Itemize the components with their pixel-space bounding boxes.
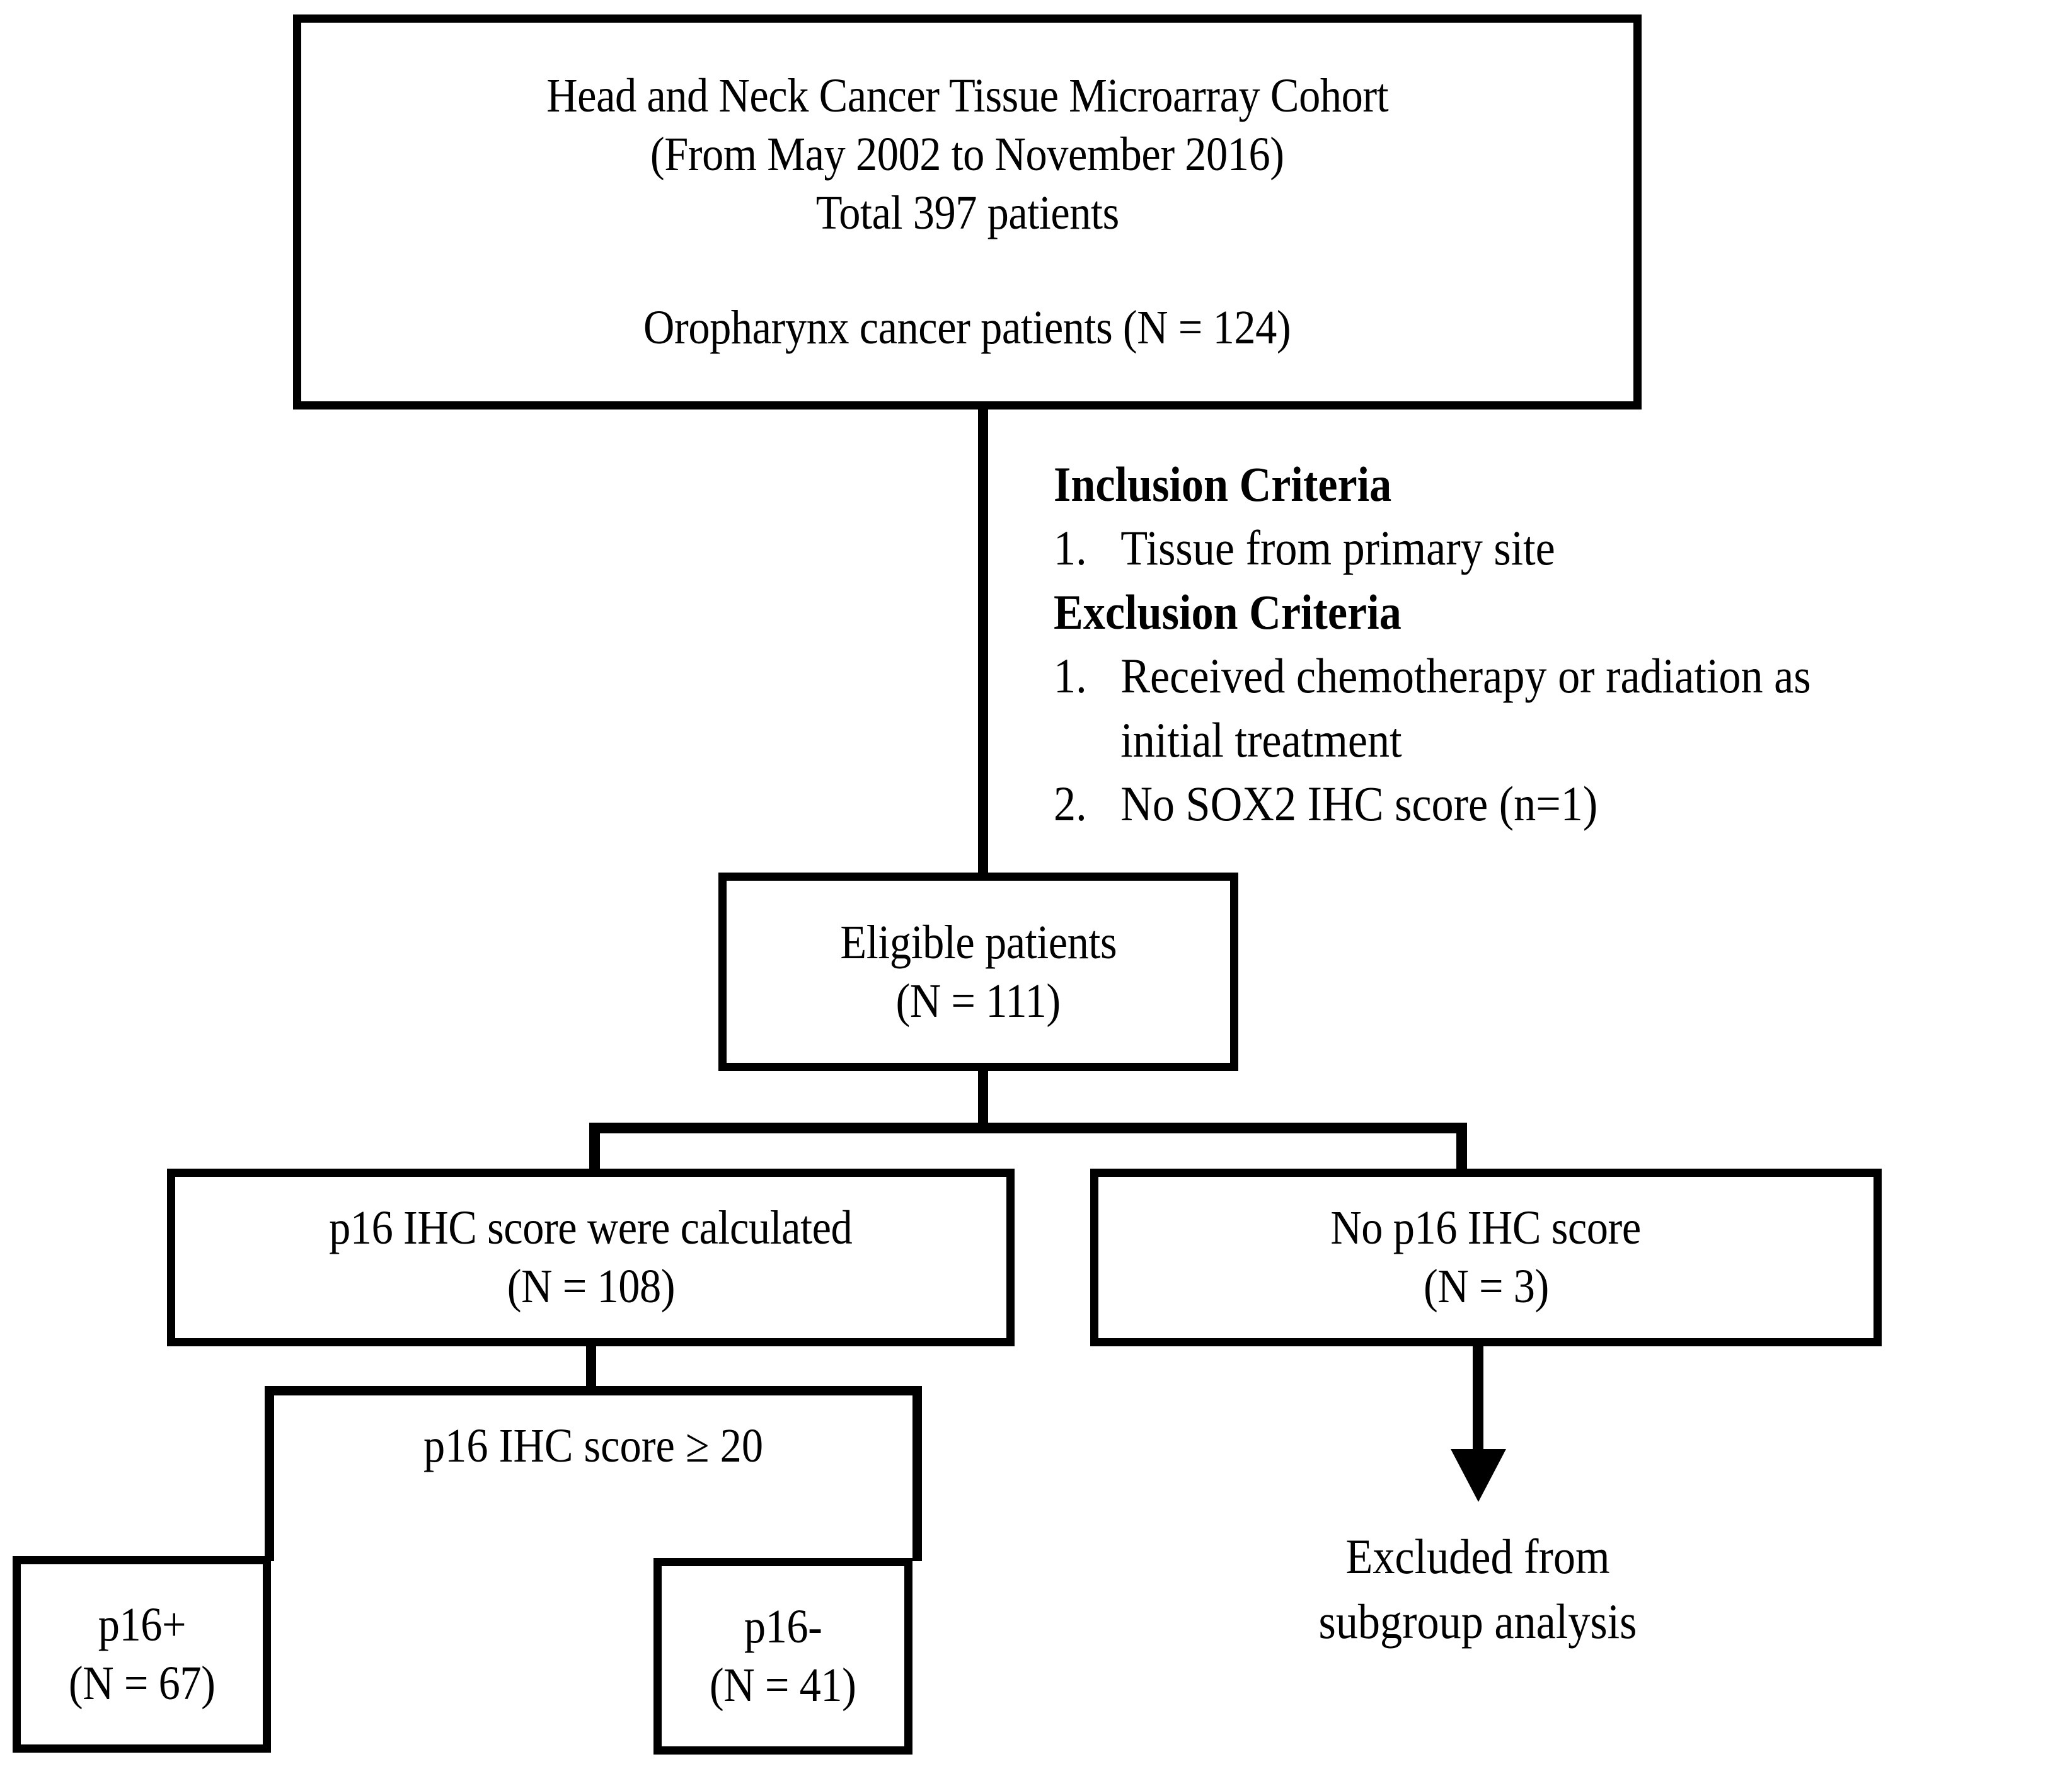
- exclusion-item-2-text: No SOX2 IHC score (n=1): [1120, 776, 1598, 831]
- p16-calculated-line-2: (N = 108): [507, 1260, 675, 1313]
- exclusion-criteria-heading: Exclusion Criteria: [1054, 584, 1401, 639]
- exclusion-item-1-text: Received chemotherapy or radiation as: [1120, 648, 1811, 704]
- exclusion-item-1-cont: initial treatment: [1054, 708, 1811, 772]
- inclusion-item-1-text: Tissue from primary site: [1120, 520, 1555, 576]
- exclusion-item-1-number: 1.: [1054, 648, 1087, 704]
- p16-negative-box: p16- (N = 41): [653, 1558, 912, 1755]
- exclusion-item-1-text2: initial treatment: [1120, 712, 1402, 767]
- exclusion-item-2: 2. No SOX2 IHC score (n=1): [1054, 772, 1811, 835]
- cohort-line-2: (From May 2002 to November 2016): [650, 127, 1284, 181]
- inclusion-item-1-number: 1.: [1054, 520, 1087, 576]
- p16-negative-line-2: (N = 41): [710, 1659, 856, 1712]
- excluded-from-subgroup-note: Excluded from subgroup analysis: [1223, 1525, 1733, 1654]
- excluded-note-line-2: subgroup analysis: [1318, 1593, 1637, 1649]
- no-p16-line-2: (N = 3): [1423, 1260, 1549, 1313]
- eligible-line-1: Eligible patients: [840, 915, 1117, 969]
- no-p16-line-1: No p16 IHC score: [1330, 1201, 1642, 1255]
- exclusion-item-1: 1. Received chemotherapy or radiation as: [1054, 644, 1811, 707]
- p16-threshold-label: p16 IHC score ≥ 20: [265, 1417, 922, 1475]
- p16-calculated-line-1: p16 IHC score were calculated: [329, 1201, 853, 1255]
- eligible-patients-box: Eligible patients (N = 111): [718, 873, 1238, 1071]
- no-p16-score-box: No p16 IHC score (N = 3): [1090, 1169, 1882, 1346]
- exclusion-item-2-number: 2.: [1054, 776, 1087, 831]
- p16-threshold-bracket: [265, 1386, 922, 1561]
- arrow-head-excluded-icon: [1451, 1449, 1506, 1502]
- cohort-subset-line: Oropharynx cancer patients (N = 124): [643, 301, 1291, 355]
- p16-threshold-label-text: p16 IHC score ≥ 20: [423, 1419, 764, 1472]
- cohort-spacer: [962, 242, 973, 299]
- p16-negative-line-1: p16-: [744, 1600, 822, 1654]
- p16-positive-line-1: p16+: [98, 1598, 186, 1652]
- connector-to-p16-calculated: [589, 1123, 600, 1172]
- inclusion-item-1: 1. Tissue from primary site: [1054, 516, 1811, 580]
- excluded-note-line-1: Excluded from: [1345, 1529, 1610, 1584]
- p16-calculated-box: p16 IHC score were calculated (N = 108): [167, 1169, 1015, 1346]
- connector-eligible-split-horizontal: [589, 1123, 1467, 1133]
- inclusion-criteria-heading: Inclusion Criteria: [1054, 457, 1392, 512]
- cohort-box: Head and Neck Cancer Tissue Microarray C…: [293, 14, 1642, 409]
- p16-positive-line-2: (N = 67): [68, 1657, 216, 1710]
- cohort-line-1: Head and Neck Cancer Tissue Microarray C…: [546, 69, 1388, 123]
- p16-positive-box: p16+ (N = 67): [13, 1556, 271, 1753]
- criteria-block: Inclusion Criteria 1. Tissue from primary…: [1054, 452, 1895, 835]
- arrow-shaft-excluded: [1473, 1346, 1483, 1457]
- cohort-line-3: Total 397 patients: [815, 186, 1119, 239]
- eligible-line-2: (N = 111): [895, 974, 1061, 1028]
- connector-eligible-stem: [978, 1071, 988, 1128]
- connector-cohort-to-eligible: [978, 409, 988, 874]
- connector-to-no-p16: [1456, 1123, 1467, 1172]
- connector-p16-calculated-stem: [586, 1345, 596, 1389]
